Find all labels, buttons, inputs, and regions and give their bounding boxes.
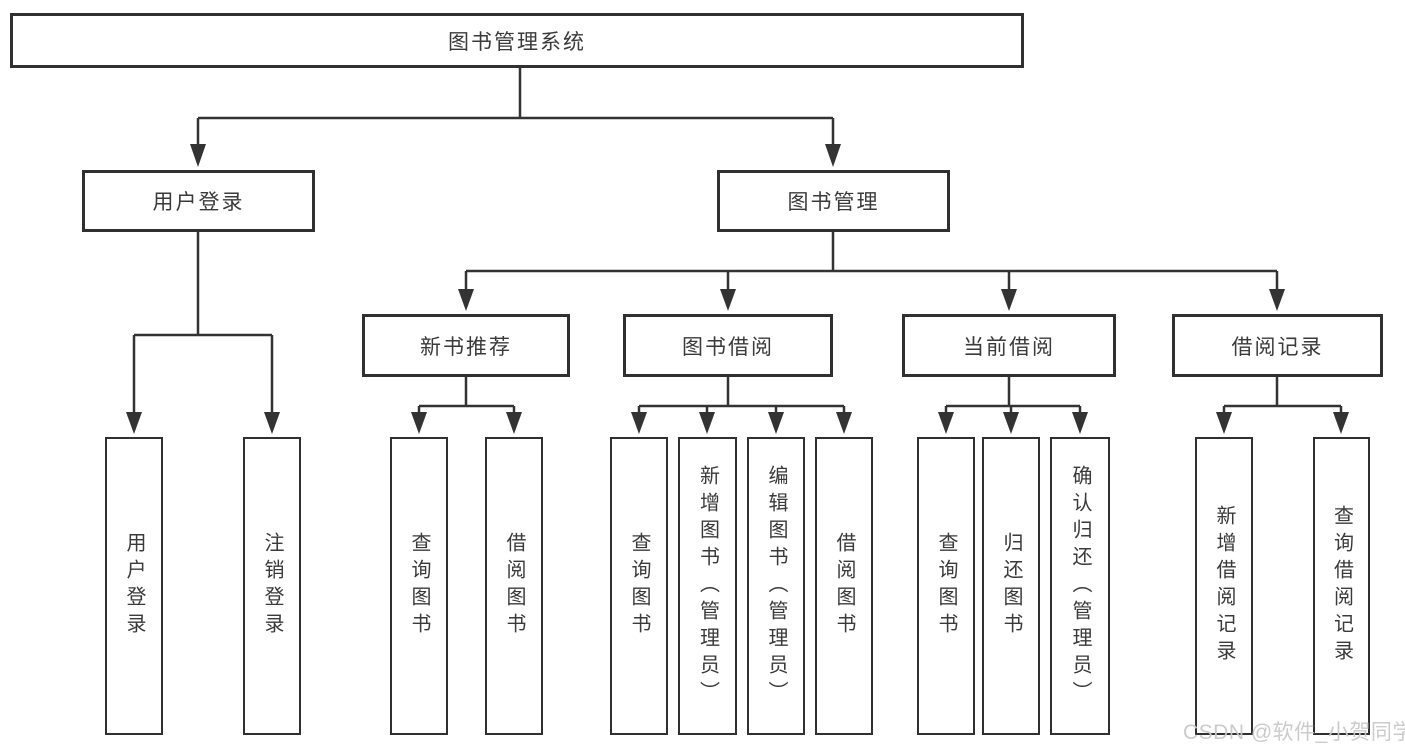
leaf-query-borrow-record: 查询借阅记录 [1313, 437, 1370, 735]
leaf-logout: 注销登录 [243, 437, 301, 735]
leaf-borrow-books-recommend: 借阅图书 [485, 437, 543, 735]
node-library-management-system: 图书管理系统 [10, 13, 1024, 68]
node-current-borrowing: 当前借阅 [902, 314, 1116, 377]
node-new-book-recommend: 新书推荐 [362, 314, 570, 377]
node-user-login: 用户登录 [82, 170, 315, 232]
arrowheads [126, 144, 1349, 434]
leaf-return-books: 归还图书 [982, 437, 1040, 735]
csdn-watermark: CSDN @软件_小贺同学 [1183, 721, 1405, 744]
leaf-confirm-return-admin: 确认归还（管理员） [1050, 437, 1110, 735]
leaf-borrow-books: 借阅图书 [815, 437, 873, 735]
leaf-add-borrow-record: 新增借阅记录 [1195, 437, 1253, 735]
leaf-query-books-borrowing: 查询图书 [610, 437, 668, 735]
leaf-edit-book-admin: 编辑图书（管理员） [747, 437, 805, 735]
node-borrowing-records: 借阅记录 [1172, 314, 1383, 377]
leaf-add-book-admin: 新增图书（管理员） [678, 437, 737, 735]
node-book-management: 图书管理 [717, 170, 950, 232]
leaf-user-login: 用户登录 [105, 437, 163, 735]
leaf-query-books-recommend: 查询图书 [390, 437, 448, 735]
node-book-borrowing: 图书借阅 [623, 314, 833, 377]
leaf-query-books-current: 查询图书 [917, 437, 975, 735]
